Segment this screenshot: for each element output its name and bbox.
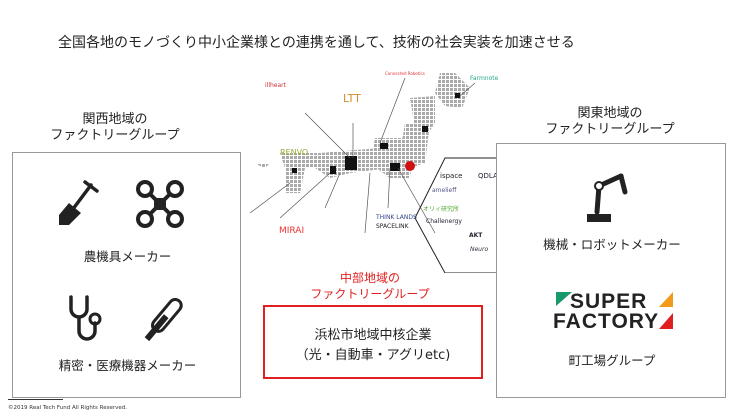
logo-thinklands: THINK LANDS (376, 214, 417, 221)
logo-neuro: Neuro (470, 246, 489, 253)
stethoscope-icon (69, 295, 102, 341)
logo-akt: AKT (469, 232, 483, 239)
kansai-item-precision-medical: 精密・医療機器メーカー (58, 358, 197, 373)
logo-orylab: オリィ研究所 (423, 206, 460, 213)
chubu-line1: 浜松市地域中核企業 (314, 328, 432, 343)
super-factory-line2: FACTORY (553, 310, 660, 333)
kanto-label-line1: 関東地域の (577, 106, 643, 121)
logo-ltt: LTT (343, 92, 361, 105)
kanto-item-robot-maker: 機械・ロボットメーカー (543, 237, 681, 252)
logo-connected-robotics: Connected Robotics (385, 71, 425, 76)
kansai-label-line2: ファクトリーグループ (50, 128, 180, 143)
logo-ispace: ispace (440, 172, 463, 180)
copyright: ©2019 Real Tech Fund All Rights Reserved… (8, 405, 128, 411)
kansai-group-box: 農機具メーカー 精密・医療機器メーカー (12, 152, 241, 398)
logo-illheart: illheart (265, 82, 286, 89)
chubu-line2: （光・自動車・アグリetc) (295, 348, 451, 363)
logo-amelieff: amelieff (432, 187, 457, 194)
logo-spacelink: SPACELINK (376, 223, 409, 230)
logo-farmnote: Farmnote (470, 75, 499, 82)
japan-map (249, 73, 501, 273)
super-factory-logo: SUPER FACTORY (553, 290, 678, 332)
drone-icon (136, 180, 184, 228)
chubu-group-box: 浜松市地域中核企業 （光・自動車・アグリetc) (263, 305, 483, 379)
shovel-icon (59, 180, 99, 225)
chubu-label-line1: 中部地域の (339, 271, 400, 285)
kanto-group-label: 関東地域の ファクトリーグループ (545, 106, 675, 138)
logo-qdla: QDLA (478, 172, 498, 180)
kanto-item-town-factory: 町工場グループ (568, 353, 656, 368)
kanto-group-box: 機械・ロボットメーカー SUPER FACTORY 町工場グループ (496, 143, 726, 398)
footer-divider (8, 399, 63, 400)
chubu-label-line2: ファクトリーグループ (310, 287, 430, 301)
kansai-label-line1: 関西地域の (82, 112, 148, 127)
robot-arm-icon (587, 173, 628, 222)
logo-challenergy: Challenergy (426, 218, 462, 225)
kanto-label-line2: ファクトリーグループ (545, 122, 675, 137)
page-title: 全国各地のモノづくり中小企業様との連携を通して、技術の社会実装を加速させる (58, 35, 575, 51)
super-factory-line1: SUPER (570, 290, 648, 313)
logo-mirai: MIRAI (279, 226, 305, 236)
chubu-group-label: 中部地域の ファクトリーグループ (305, 270, 435, 302)
thermometer-icon (144, 297, 183, 342)
kansai-group-label: 関西地域の ファクトリーグループ (50, 112, 180, 144)
kansai-item-agri-machinery: 農機具メーカー (83, 249, 172, 264)
logo-renvo: RENVO (280, 148, 309, 157)
